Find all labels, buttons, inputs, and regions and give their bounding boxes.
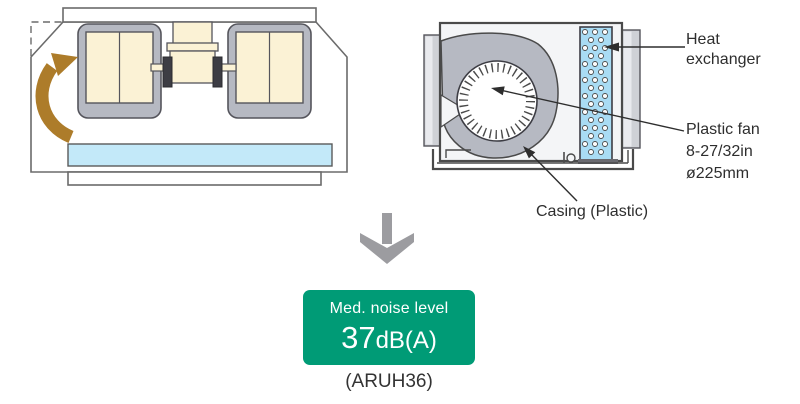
fan-unit-diagram xyxy=(423,21,685,202)
leader-plastic-fan xyxy=(491,86,685,132)
fan-motor xyxy=(150,21,237,88)
fan-wheel-blades xyxy=(459,63,535,139)
leader-arrowhead-fan xyxy=(491,86,505,96)
noise-level-value: 37 xyxy=(341,319,376,355)
leader-arrowhead-casing xyxy=(523,146,536,159)
indoor-unit-top-panel xyxy=(62,7,317,23)
plastic-fan-wheel xyxy=(456,60,538,142)
drain-hole xyxy=(566,153,576,163)
plastic-fan-label-line2: 8-27/32in xyxy=(686,143,753,160)
heat-exchanger-base xyxy=(578,159,618,164)
indoor-unit-diagram xyxy=(30,7,348,186)
drain-tray xyxy=(431,149,635,171)
motor-top-cap xyxy=(166,42,219,52)
indoor-unit-bottom-panel xyxy=(67,171,322,186)
heat-exchanger-label: Heat exchanger xyxy=(686,31,761,68)
airflow-arrow-head xyxy=(51,53,78,76)
casing-left-flange-highlight xyxy=(425,36,433,145)
down-arrow-head xyxy=(360,233,414,264)
down-arrow-icon xyxy=(360,213,414,264)
casing-right-flange-highlight xyxy=(623,31,632,147)
motor-end-cap-right xyxy=(212,56,223,88)
plastic-fan-label: Plastic fan 8-27/32in ø225mm xyxy=(686,119,796,185)
airflow-arrow-tail xyxy=(35,63,74,144)
leader-heat-exchanger xyxy=(604,42,685,52)
drain-tray-left-step xyxy=(445,149,471,158)
plastic-fan-label-line1: Plastic fan xyxy=(686,121,760,138)
noise-level-unit: dB(A) xyxy=(375,326,437,354)
coil-panel xyxy=(67,143,333,167)
model-name-label: (ARUH36) xyxy=(345,371,433,392)
scroll-tongue-notch xyxy=(440,93,468,129)
plastic-fan-label-line3: ø225mm xyxy=(686,165,750,182)
motor-body xyxy=(169,50,216,84)
airflow-arrow-icon xyxy=(35,53,78,144)
motor-mount xyxy=(172,21,213,46)
down-arrow-stem xyxy=(382,213,392,244)
casing-label: Casing (Plastic) xyxy=(536,203,649,220)
motor-end-cap-left xyxy=(162,56,173,88)
leader-arrowhead-heat xyxy=(604,42,619,52)
leader-casing xyxy=(523,146,578,202)
noise-level-title: Med. noise level xyxy=(329,299,449,317)
